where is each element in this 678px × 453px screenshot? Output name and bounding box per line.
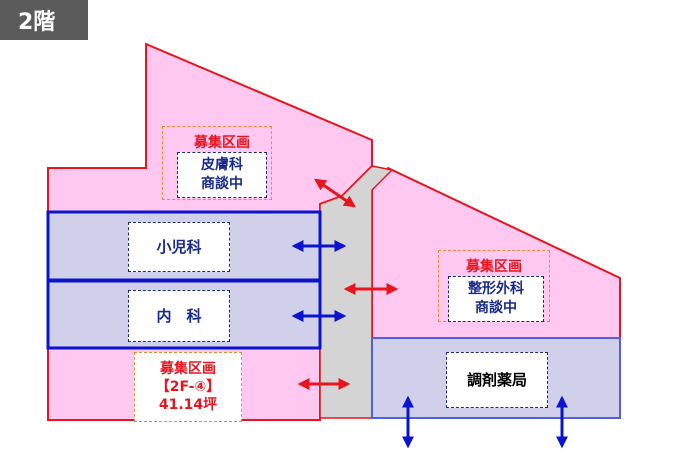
- access-arrow-derm: [314, 178, 356, 208]
- derm-recruit-label: 募集区画: [194, 135, 250, 151]
- vacant-recruit: 募集区画: [160, 360, 216, 377]
- ortho-name: 整形外科: [468, 281, 524, 298]
- internal-medicine-name: 内 科: [156, 306, 202, 325]
- ortho-recruit-label: 募集区画: [466, 259, 522, 275]
- pharmacy-label: 調剤薬局: [446, 352, 548, 408]
- vacant-unit-label: 募集区画 【2F-④】 41.14坪: [134, 352, 242, 422]
- internal-medicine-label: 内 科: [128, 290, 230, 342]
- derm-room-label: 皮膚科 商談中: [177, 152, 267, 198]
- vacant-area: 41.14坪: [158, 397, 218, 414]
- pediatrics-name: 小児科: [156, 237, 202, 256]
- ortho-status: 商談中: [475, 300, 517, 316]
- floor-badge: 2階: [0, 0, 88, 40]
- derm-status: 商談中: [201, 176, 243, 192]
- pediatrics-label: 小児科: [128, 222, 230, 272]
- vacant-code: 【2F-④】: [155, 378, 221, 395]
- floor-label: 2階: [18, 10, 56, 35]
- ortho-room-label: 整形外科 商談中: [448, 276, 544, 322]
- derm-recruit-frame: [162, 126, 272, 200]
- derm-name: 皮膚科: [201, 157, 243, 174]
- pharmacy-name: 調剤薬局: [466, 370, 527, 389]
